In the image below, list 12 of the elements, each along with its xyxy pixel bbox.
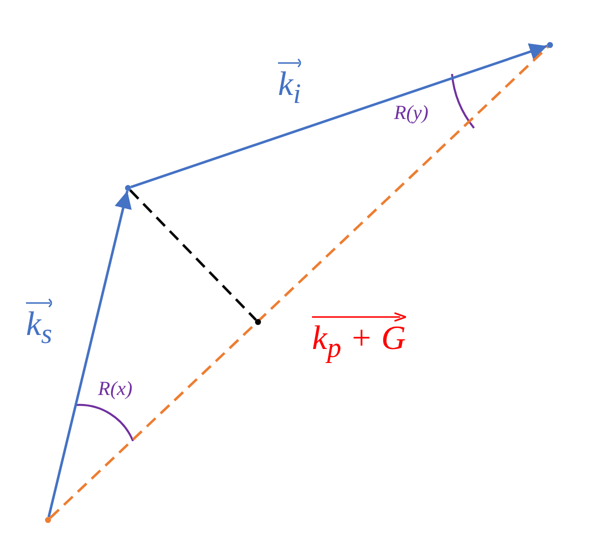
vector-label: k$_{p}$ + G	[312, 312, 406, 364]
vertex-point	[45, 517, 51, 523]
vector-label: k$_{s}$	[26, 298, 52, 350]
arrow	[47, 190, 132, 518]
vector-label: k$_{i}$	[278, 58, 301, 110]
vertex-point	[547, 42, 553, 48]
angle-label: R(y)	[394, 102, 428, 124]
dashed-line	[49, 46, 549, 519]
angle-label: R(x)	[98, 378, 132, 400]
dashed-line	[129, 189, 257, 321]
vertex-point	[125, 185, 131, 191]
arrow	[130, 43, 548, 188]
